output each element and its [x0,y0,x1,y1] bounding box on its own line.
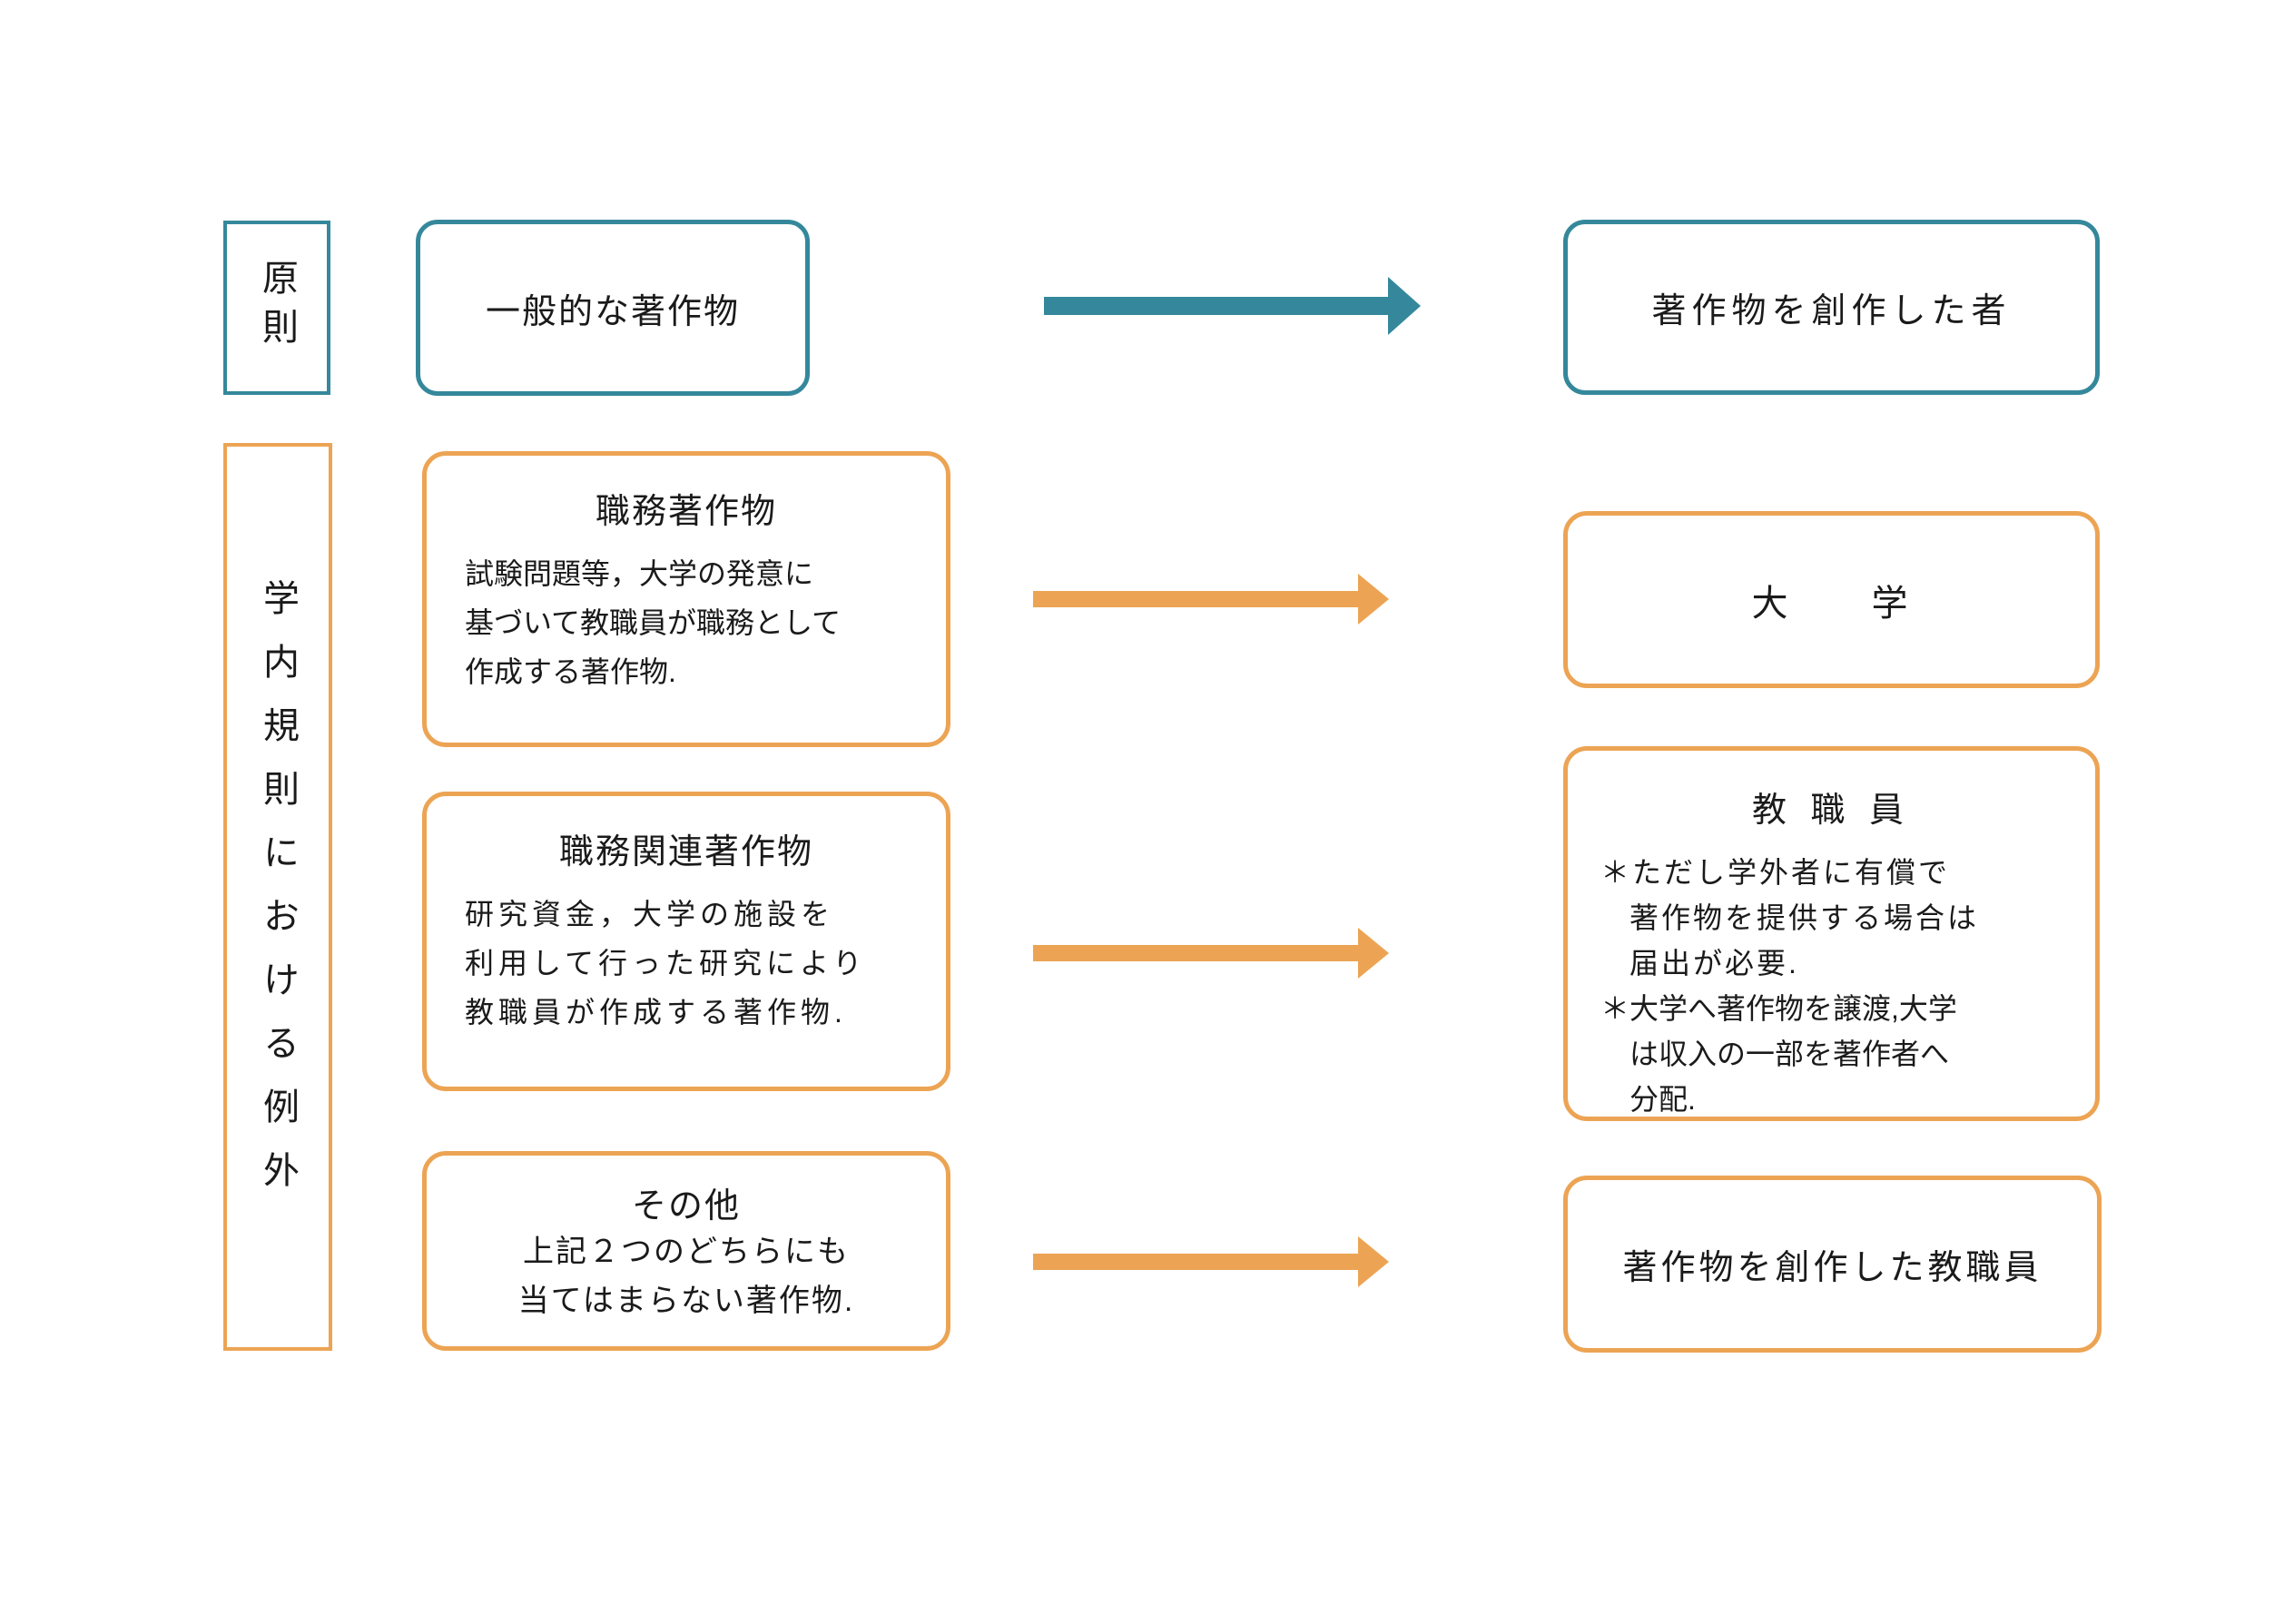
note-line: 届出が必要. [1629,947,1799,979]
other-works-box: その他 上記２つのどちらにも 当てはまらない著作物. [422,1151,950,1351]
arrow-shape [1033,1236,1389,1287]
arrow-shape [1033,574,1389,625]
work-related-arrow-right-icon [1033,928,1389,979]
body-line: 教職員が作成する著作物. [465,996,847,1029]
work-for-hire-title: 職務著作物 [595,493,777,531]
work-creator-label: 著作物を創作した者 [1651,292,2012,330]
faculty-note-1: ＊ただし学外者に有償で 著作物を提供する場合は 届出が必要. [1600,850,2062,986]
faculty-creator-label: 著作物を創作した教職員 [1622,1249,2043,1287]
other-works-line-1: 上記２つのどちらにも [523,1235,850,1269]
other-works-arrow-right-icon [1033,1236,1389,1287]
work-for-hire-arrow-right-icon [1033,574,1389,625]
principle-row-label: 原則 [257,259,297,357]
body-line: 利用して行った研究により [465,947,867,979]
note-line: ＊ただし学外者に有償で [1600,856,1951,889]
university-label: 大 学 [1751,583,1912,624]
faculty-note-2: ＊大学へ著作物を譲渡,大学 は収入の一部を著作者へ 分配. [1600,986,2062,1122]
university-box: 大 学 [1563,511,2100,688]
work-for-hire-box: 職務著作物 試験問題等，大学の発意に 基づいて教職員が職務として 作成する著作物… [422,451,950,747]
work-for-hire-body: 試験問題等，大学の発意に 基づいて教職員が職務として 作成する著作物. [427,549,946,696]
general-work-label: 一般的な著作物 [485,292,740,331]
arrow-shape [1044,277,1421,335]
other-works-line-2: 当てはまらない著作物. [517,1284,855,1318]
note-line: 著作物を提供する場合は [1629,901,1980,934]
work-related-body: 研究資金，大学の施設を 利用して行った研究により 教職員が作成する著作物. [427,890,946,1037]
body-line: 基づいて教職員が職務として [465,606,842,639]
body-line: 作成する著作物. [465,655,676,688]
faculty-staff-box: 教 職 員 ＊ただし学外者に有償で 著作物を提供する場合は 届出が必要. ＊大学… [1563,746,2100,1121]
principle-row-label-box: 原則 [223,221,330,395]
work-related-title: 職務関連著作物 [558,833,813,871]
work-related-box: 職務関連著作物 研究資金，大学の施設を 利用して行った研究により 教職員が作成す… [422,792,950,1091]
faculty-creator-box: 著作物を創作した教職員 [1563,1176,2102,1353]
work-creator-box: 著作物を創作した者 [1563,220,2100,395]
note-line: ＊大学へ著作物を譲渡,大学 [1600,992,1957,1025]
faculty-staff-title: 教 職 員 [1751,792,1912,830]
faculty-staff-notes: ＊ただし学外者に有償で 著作物を提供する場合は 届出が必要. ＊大学へ著作物を譲… [1568,850,2095,1122]
general-work-box: 一般的な著作物 [416,220,810,396]
arrow-shape [1033,928,1389,979]
body-line: 試験問題等，大学の発意に [465,557,814,590]
note-line: は収入の一部を著作者へ [1629,1038,1950,1070]
note-line: 分配. [1629,1083,1696,1116]
principle-arrow-right-icon [1044,277,1421,335]
body-line: 研究資金，大学の施設を [465,898,835,930]
exceptions-column-label-box: 学内規則における例外 [223,443,332,1351]
exceptions-column-label: 学内規則における例外 [258,579,298,1215]
other-works-title: その他 [631,1187,741,1225]
